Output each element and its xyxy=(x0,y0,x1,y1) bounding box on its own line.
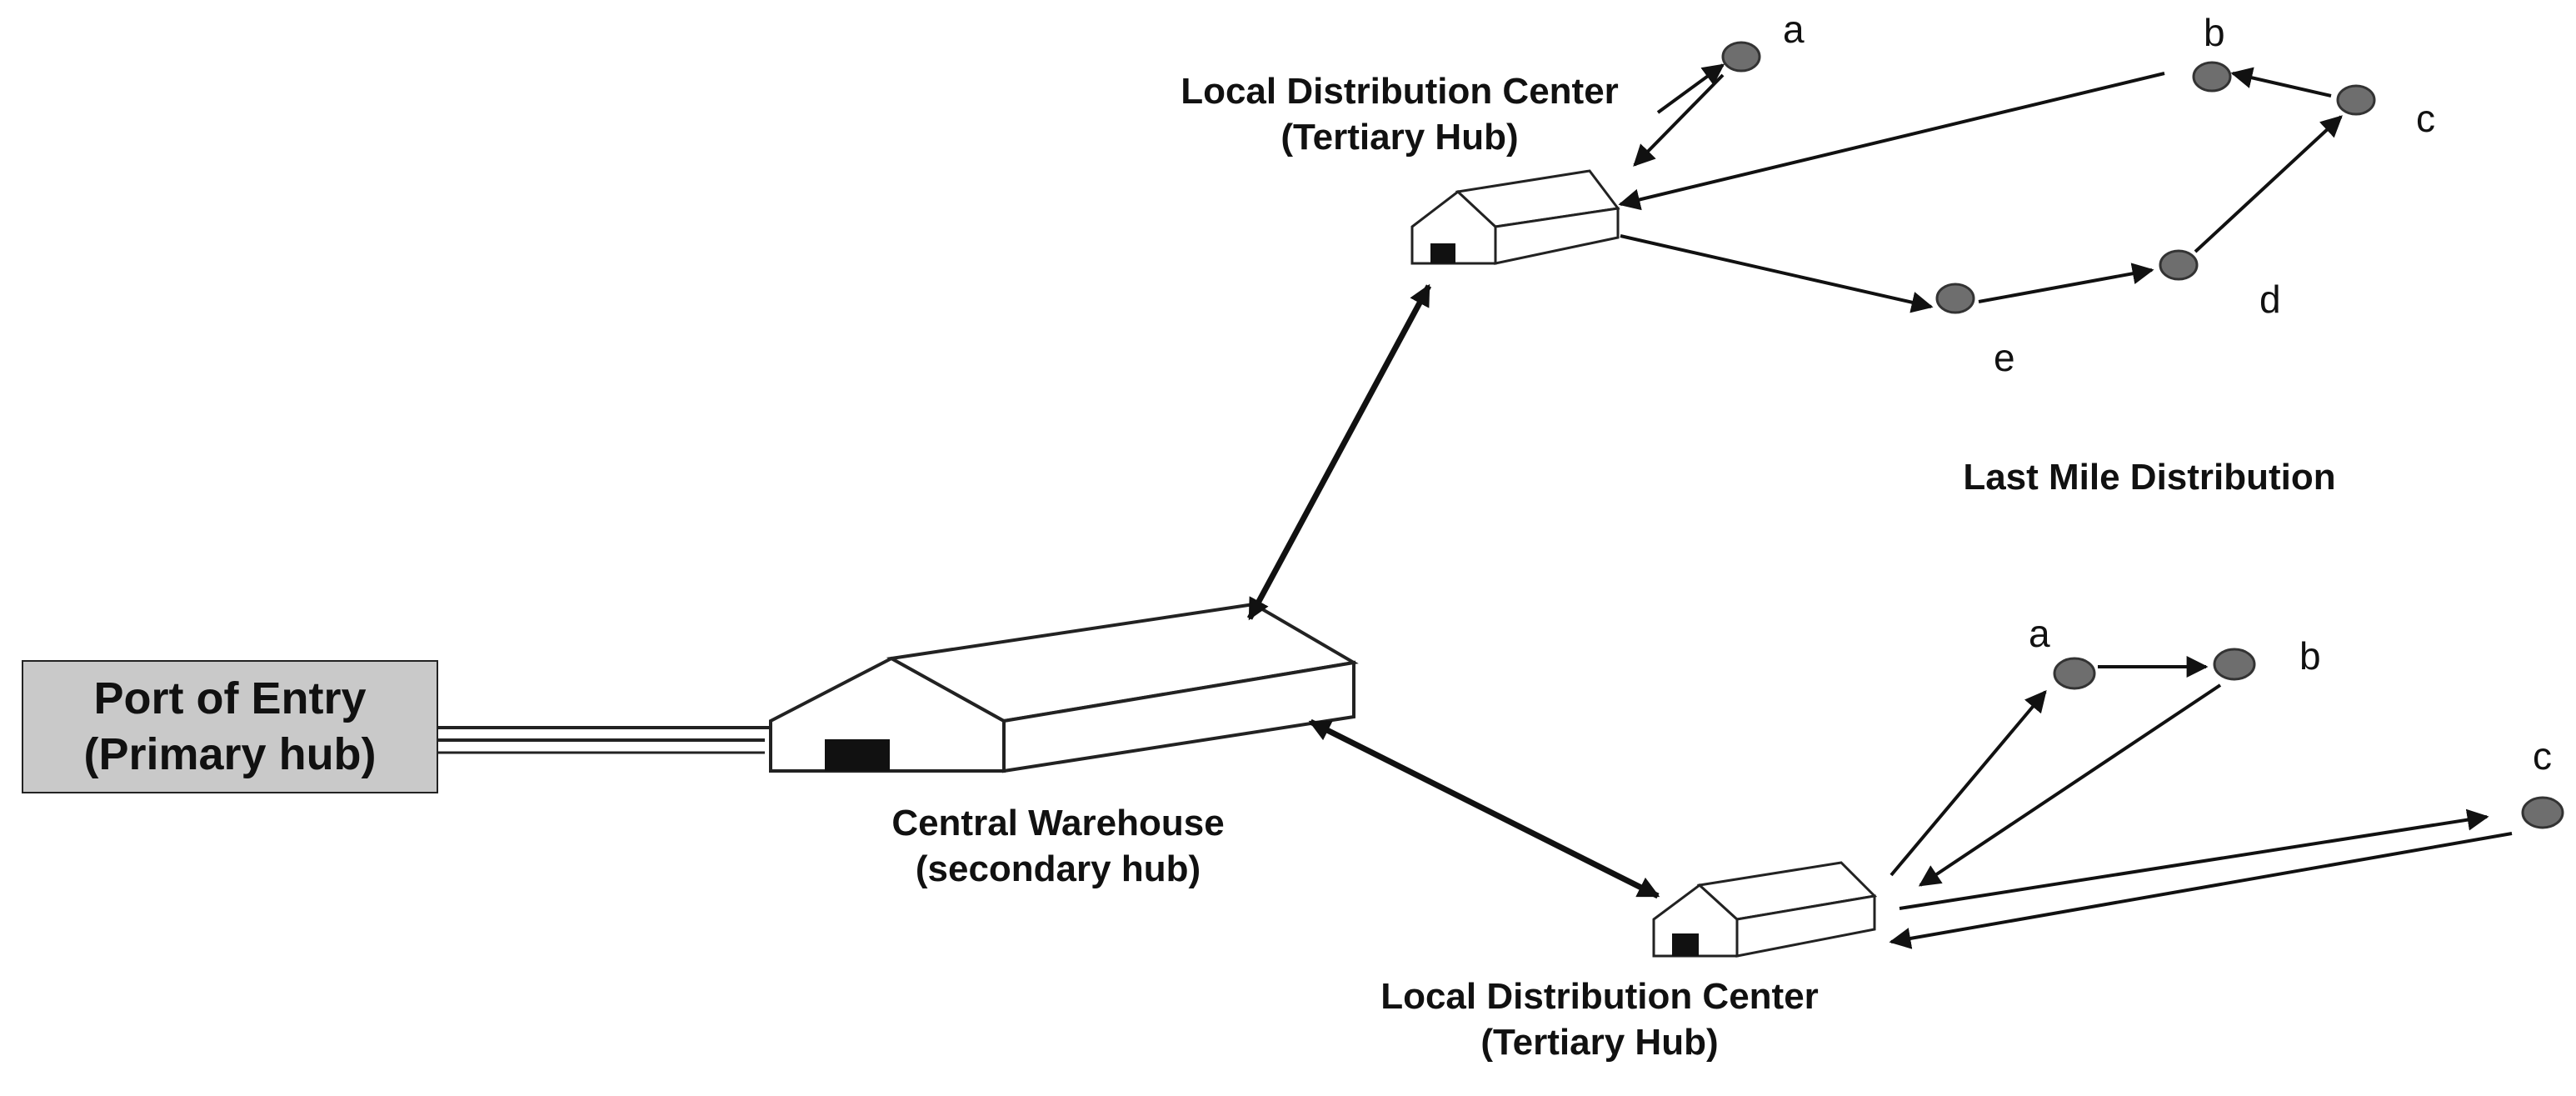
top-node-e-label: e xyxy=(1994,336,2015,379)
bottom-node-b-label: b xyxy=(2299,634,2321,678)
warehouse-to-ldc-top-arrow xyxy=(1246,283,1432,621)
route-d-to-c xyxy=(2194,115,2343,253)
route-c-to-ldc-bottom xyxy=(1889,832,2513,949)
route-ldc-bottom-to-c xyxy=(1899,808,2489,910)
top-node-c xyxy=(2336,84,2376,116)
route-b-to-ldc-bottom xyxy=(1918,683,2222,887)
top-last-mile-routes xyxy=(1618,63,2343,313)
route-a-to-ldc-top xyxy=(1633,73,1725,167)
top-node-a xyxy=(1721,41,1761,73)
route-b-to-ldc-top xyxy=(1618,72,2165,211)
ldc-bottom-title: Local Distribution Center xyxy=(1380,976,1819,1017)
top-node-e xyxy=(1935,283,1975,314)
route-ldc-bottom-to-a xyxy=(1890,690,2047,877)
central-warehouse-building xyxy=(765,602,1359,773)
port-of-entry-box: Port of Entry (Primary hub) xyxy=(22,660,438,793)
ldc-top-title: Local Distribution Center xyxy=(1181,71,1619,112)
last-mile-distribution-label: Last Mile Distribution xyxy=(1963,457,2336,498)
ldc-top-building xyxy=(1410,169,1620,265)
top-node-b-label: b xyxy=(2204,11,2225,54)
port-to-warehouse-connector xyxy=(438,726,765,754)
ldc-top-label: Local Distribution Center (Tertiary Hub) xyxy=(1133,68,1666,160)
bottom-delivery-nodes xyxy=(2053,648,2564,829)
central-warehouse-label: Central Warehouse (secondary hub) xyxy=(858,800,1258,892)
bottom-node-c-label: c xyxy=(2533,734,2552,778)
ldc-bottom-label: Local Distribution Center (Tertiary Hub) xyxy=(1333,973,1866,1065)
ldc-top-door xyxy=(1430,243,1455,263)
ldc-bottom-building xyxy=(1652,861,1878,958)
port-of-entry-subtitle: (Primary hub) xyxy=(83,729,377,779)
ldc-bottom-door xyxy=(1672,933,1699,956)
warehouse-to-ldc-bottom-arrow xyxy=(1308,718,1660,899)
top-node-b xyxy=(2192,61,2232,93)
warehouse-door xyxy=(825,739,890,771)
route-c-to-b xyxy=(2230,67,2332,98)
central-warehouse-title: Central Warehouse xyxy=(891,803,1225,843)
central-warehouse-subtitle: (secondary hub) xyxy=(915,848,1201,889)
route-ldc-top-to-e xyxy=(1620,234,1934,313)
route-ldc-top-to-a xyxy=(1656,63,1725,114)
top-node-d xyxy=(2159,249,2199,281)
bottom-node-a xyxy=(2053,657,2096,690)
bottom-node-b xyxy=(2213,648,2256,681)
bottom-node-c xyxy=(2521,796,2564,829)
ldc-bottom-subtitle: (Tertiary Hub) xyxy=(1480,1022,1719,1063)
ldc-top-subtitle: (Tertiary Hub) xyxy=(1281,117,1519,158)
bottom-last-mile-routes xyxy=(1889,656,2513,949)
route-e-to-d xyxy=(1978,263,2154,303)
port-of-entry-title: Port of Entry xyxy=(93,673,367,723)
top-delivery-nodes xyxy=(1721,41,2376,314)
top-node-c-label: c xyxy=(2416,97,2435,140)
top-node-d-label: d xyxy=(2259,278,2281,321)
bottom-node-a-label: a xyxy=(2029,612,2050,655)
top-node-a-label: a xyxy=(1783,8,1805,51)
